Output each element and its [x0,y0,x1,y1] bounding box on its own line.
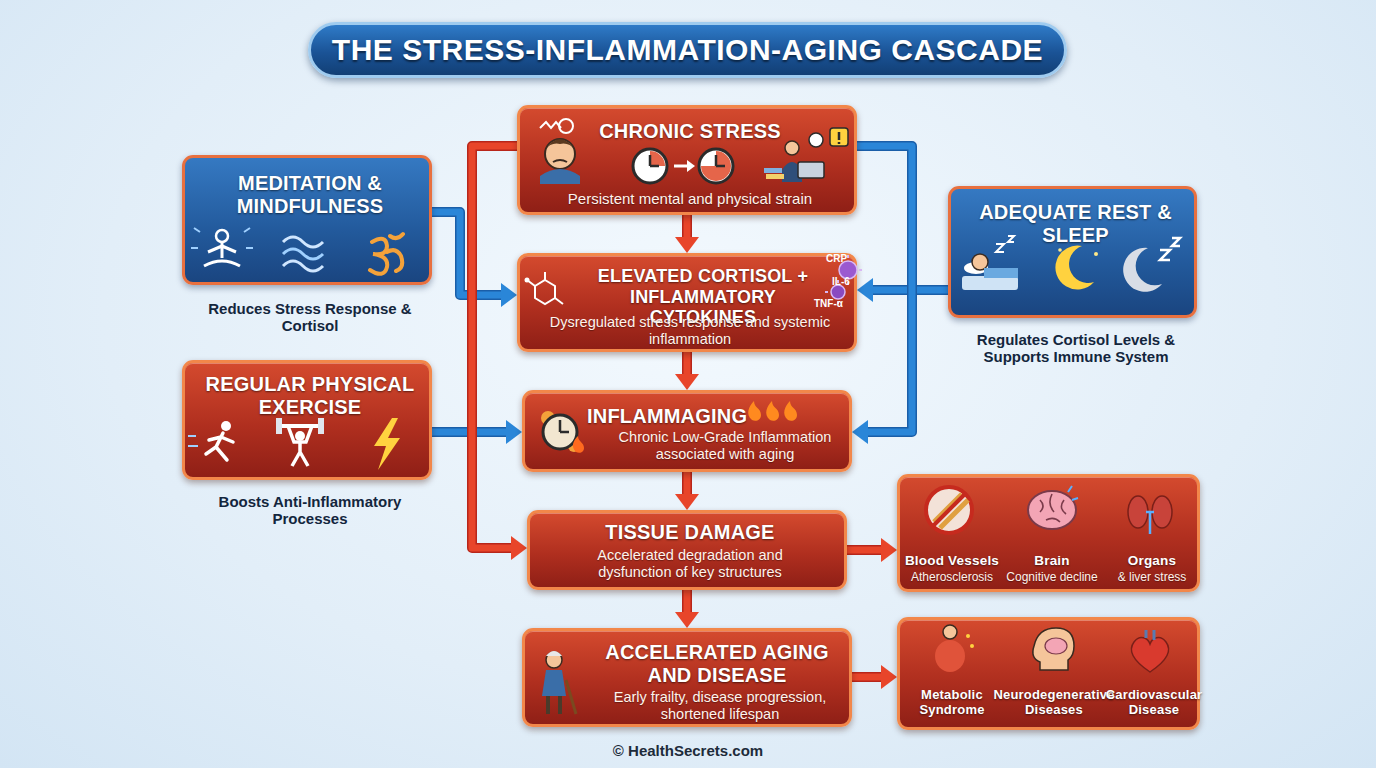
process-box: CHRONIC STRESS Persistent mental and phys… [517,105,857,215]
connector-outline [857,146,912,432]
node-text: Boosts Anti-Inflammatory Processes [200,493,420,528]
node-heading: INFLAMMAGING [587,405,757,428]
arrow-head [881,665,897,689]
node-heading: Neurodegenerative Diseases [992,688,1116,718]
node-text: Atherosclerosis [897,571,1007,585]
arrow-head [675,237,699,253]
connector-outline [682,215,692,237]
flow-connector [852,665,897,689]
process-box: TISSUE DAMAGE Accelerated degradation and… [527,510,847,590]
flow-connector [847,538,897,562]
cytokine-label: CRP [826,253,847,264]
node-heading: TISSUE DAMAGE [530,521,850,544]
node-heading: ACCELERATED AGING AND DISEASE [587,641,847,687]
arrow-head [857,278,873,302]
node-heading: CHRONIC STRESS [520,120,860,143]
node-text: Chronic Low-Grade Inflammation associate… [600,429,850,462]
node-heading: REGULAR PHYSICAL EXERCISE [185,373,435,419]
node-text: & liver stress [1097,571,1207,585]
connector-line [857,146,912,432]
flow-connector [675,352,699,390]
process-box: ELEVATED CORTISOL + INFLAMMATORY CYTOKIN… [517,253,857,352]
node-heading: Blood Vessels [897,553,1007,569]
node-text: Accelerated degradation and dysfunction … [575,547,805,580]
connector-outline [682,352,692,374]
arrow-head [675,612,699,628]
node-heading: Organs [1097,553,1207,569]
arrow-head [675,374,699,390]
arrow-head [675,494,699,510]
connector-outline [472,146,517,548]
node-heading: Cardiovascular Disease [1092,688,1216,718]
process-box: REGULAR PHYSICAL EXERCISEBoosts Anti-Inf… [182,360,432,480]
node-heading: MEDITATION & MINDFULNESS [185,172,435,218]
arrow-head [881,538,897,562]
flow-connector [675,215,699,253]
flow-connector [857,278,948,302]
node-text: Reduces Stress Response & Cortisol [200,300,420,335]
connector-line [472,146,517,548]
node-text: Cognitive decline [997,571,1107,585]
flow-connector [675,472,699,510]
connector-line [684,590,691,612]
process-box: INFLAMMAGINGChronic Low-Grade Inflammati… [522,390,852,472]
process-box: Metabolic SyndromeNeurodegenerative Dise… [897,617,1200,730]
node-text: Persistent mental and physical strain [530,190,850,207]
connector-outline [432,212,501,295]
flow-connector [675,590,699,628]
connector-line [852,674,881,681]
intervention-box: ADEQUATE REST & SLEEPRegulates Cortisol … [948,186,1197,318]
node-text: Early frailty, disease progression, shor… [595,689,845,722]
connector-line [847,547,881,554]
connector-line [684,472,691,494]
connector-line [684,352,691,374]
connector-outline [847,545,881,555]
connector-outline [852,672,881,682]
arrow-head [501,283,517,307]
node-text: Dysregulated stress response and systemi… [540,314,840,347]
intervention-box: MEDITATION & MINDFULNESSReduces Stress R… [182,155,432,285]
connector-outline [682,590,692,612]
flow-connector [852,146,912,444]
diagram-title: THE STRESS-INFLAMMATION-AGING CASCADE [308,22,1067,78]
arrow-head [511,536,527,560]
node-heading: ADEQUATE REST & SLEEP [951,201,1200,247]
cytokine-label: TNF-α [814,298,843,309]
arrow-head [506,420,522,444]
copyright-caption: © HealthSecrets.com [488,742,888,759]
node-heading: Brain [997,553,1107,569]
node-text: Regulates Cortisol Levels & Supports Imm… [961,331,1191,366]
connector-line [684,215,691,237]
cytokine-label: IL-6 [832,276,850,287]
connector-line [432,212,501,295]
process-box: Blood VesselsAtherosclerosis BrainCogniti… [897,474,1200,592]
connector-outline [682,472,692,494]
process-box: ACCELERATED AGING AND DISEASEEarly frail… [522,628,852,727]
arrow-head [852,420,868,444]
